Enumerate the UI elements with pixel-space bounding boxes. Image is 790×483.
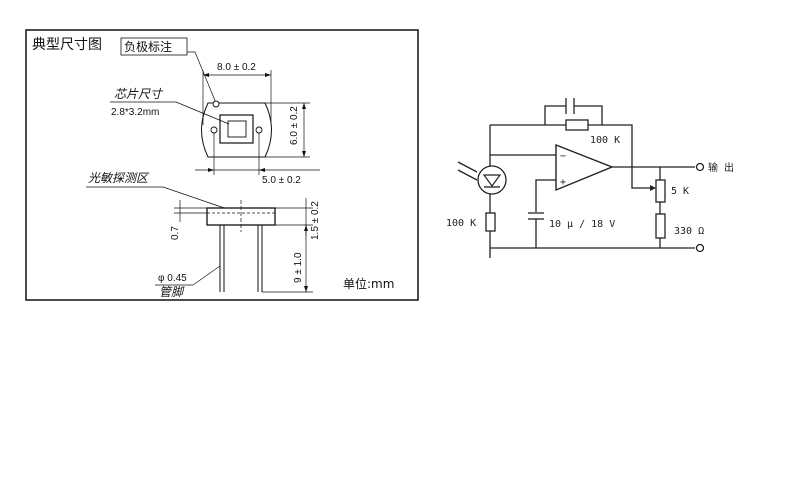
- lead-callout-label: 管脚: [159, 285, 185, 299]
- dimension-frame: [25, 29, 419, 301]
- wire-feedback-out: [588, 124, 633, 167]
- wire-pot-wiper: [631, 167, 654, 189]
- potentiometer: [655, 179, 666, 203]
- resistor-bias-label: 100 K: [446, 218, 476, 229]
- dim-window-label: 0.7: [170, 226, 181, 240]
- cathode-callout-label: 负极标注: [124, 39, 172, 54]
- resistor-feedback-label: 100 K: [590, 135, 620, 146]
- resistor-load: [655, 213, 666, 239]
- cathode-callout-box: [120, 37, 188, 56]
- dim-height-label: 6.0 ± 0.2: [289, 106, 300, 145]
- resistor-bias: [485, 212, 496, 232]
- wire-feedback-top: [544, 105, 566, 125]
- output-label: 输 出: [708, 161, 734, 174]
- chip-window: [219, 114, 254, 144]
- circuit-schematic: 100 K − + 100 K 10 μ / 18 V 输 出 5 K: [446, 98, 734, 258]
- unit-label: 单位:mm: [343, 276, 394, 291]
- cathode-leader: [187, 51, 217, 104]
- photodiode: [477, 165, 507, 195]
- dim-pitch-label: 5.0 ± 0.2: [262, 175, 301, 186]
- dim-body-label: 1.5 ± 0.2: [310, 201, 321, 240]
- pot-wiper-arrow: [650, 185, 656, 191]
- area-callout-label: 光敏探测区: [88, 171, 150, 185]
- lead-pad-left: [210, 126, 218, 134]
- dimension-drawing: 典型尺寸图 负极标注 芯片尺寸 2.8*3.2mm 8.0 ± 0.2 6.0 …: [25, 29, 419, 301]
- light-ray-2: [457, 169, 478, 181]
- lead-diameter-label: φ 0.45: [158, 273, 187, 284]
- potentiometer-label: 5 K: [671, 186, 689, 197]
- wire-noninv-input: [535, 179, 556, 212]
- chip-size-value: 2.8*3.2mm: [111, 107, 159, 118]
- drawing-title: 典型尺寸图: [32, 37, 102, 53]
- capacitor-label: 10 μ / 18 V: [549, 219, 615, 230]
- resistor-feedback: [565, 119, 589, 131]
- package-side-view: [206, 207, 276, 226]
- dim-width-label: 8.0 ± 0.2: [217, 62, 256, 73]
- resistor-load-label: 330 Ω: [674, 226, 704, 237]
- dim-lead-label: 9 ± 1.0: [293, 252, 304, 283]
- wire-feedback-top-r: [574, 105, 603, 125]
- lead-pad-right: [255, 126, 263, 134]
- output-terminal: [695, 162, 705, 172]
- op-amp: [555, 143, 614, 192]
- lead-leader: [192, 265, 221, 286]
- op-amp-plus: +: [560, 177, 566, 188]
- op-amp-minus: −: [560, 151, 566, 162]
- ground-terminal: [695, 243, 705, 253]
- light-ray-1: [457, 161, 478, 173]
- photodiode-triangle: [482, 174, 502, 188]
- dim-height-arrows: [302, 103, 306, 157]
- chip-callout-label: 芯片尺寸: [114, 87, 164, 101]
- cathode-mark: [212, 100, 220, 108]
- chip-die: [227, 120, 247, 138]
